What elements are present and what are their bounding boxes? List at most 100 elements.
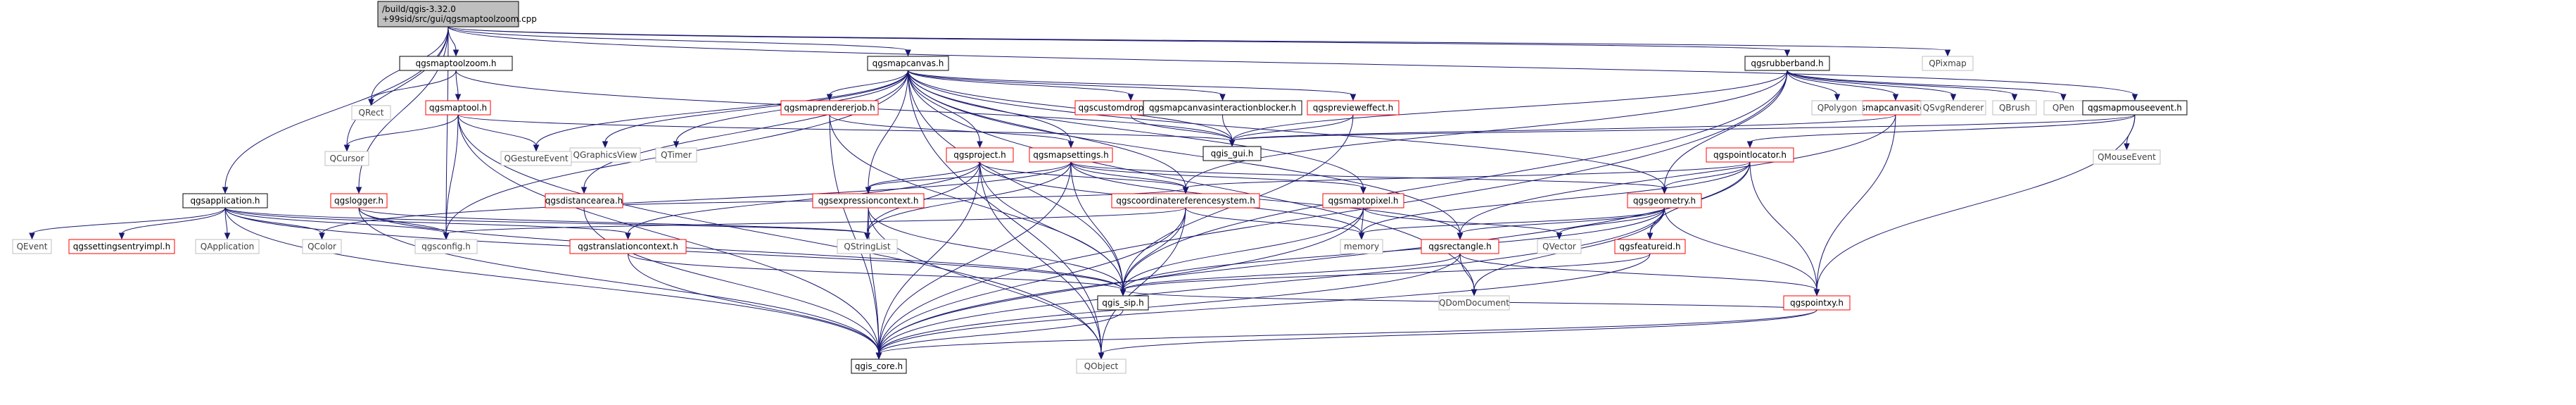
node-maptool[interactable]: qgsmaptool.h: [425, 100, 491, 116]
node-label-qcursor: QCursor: [330, 154, 364, 163]
edge-mapcanvas-to-geometry: [908, 70, 1665, 189]
node-box-crs: [1111, 193, 1260, 208]
node-maprendererjob[interactable]: qgsmaprendererjob.h: [780, 100, 879, 116]
edge-mapsettings-to-rectangle: [1070, 161, 1461, 235]
arrow-mapcanvas-to-customdrophandler: [1127, 94, 1134, 101]
node-crs[interactable]: qgscoordinatereferencesystem.h: [1111, 193, 1260, 208]
edge-pointlocator-to-core: [878, 161, 1751, 354]
edge-application-to-core: [224, 207, 880, 354]
edge-mapcanvasitem-to-rectangle: [1459, 114, 1896, 235]
edge-rubberband-to-mapcanvasitem: [1787, 70, 1896, 96]
edge-distancearea-to-core: [583, 207, 880, 354]
node-mapsettings[interactable]: qgsmapsettings.h: [1029, 147, 1113, 163]
node-rectangle[interactable]: qgsrectangle.h: [1421, 239, 1499, 254]
node-qobject: QObject: [1076, 359, 1127, 374]
node-box-maptopixel: [1322, 193, 1404, 208]
arrow-mapmouseevent-to-pointlocator: [1746, 141, 1753, 149]
arrow-application-to-qcolor: [319, 232, 325, 240]
node-mapcanvas[interactable]: qgsmapcanvas.h: [867, 56, 949, 71]
node-label-maptool: qgsmaptool.h: [429, 103, 487, 113]
node-box-mapcanvas: [867, 56, 949, 71]
edge-project-to-sip: [979, 161, 1124, 291]
arrow-mapcanvas-to-previeweffect: [1350, 94, 1357, 101]
arrow-root-to-maptoolzoom: [452, 49, 459, 57]
arrow-rubberband-to-qpen: [2060, 94, 2067, 101]
arrow-mapcanvas-to-project: [977, 141, 983, 149]
node-project[interactable]: qgsproject.h: [946, 147, 1014, 163]
node-box-root: [377, 1, 519, 27]
edge-rubberband-to-core: [878, 70, 1788, 354]
node-geometry[interactable]: qgsgeometry.h: [1627, 193, 1702, 208]
node-root[interactable]: /build/qgis-3.32.0+99sid/src/gui/qgsmapt…: [377, 1, 537, 27]
node-expressioncontext[interactable]: qgsexpressioncontext.h: [812, 193, 925, 208]
node-sip[interactable]: qgis_sip.h: [1097, 295, 1149, 311]
node-pointxy[interactable]: qgspointxy.h: [1783, 295, 1851, 311]
node-label-previeweffect: qgspreviewеffect.h: [1313, 103, 1394, 113]
node-rubberband[interactable]: qgsrubberband.h: [1744, 56, 1830, 71]
edge-rectangle-to-core: [878, 253, 1461, 354]
node-distancearea[interactable]: qgsdistancearea.h: [545, 193, 623, 208]
node-label-mapcanvasinteractionblocker: qgsmapcanvasinteractionblocker.h: [1149, 103, 1296, 113]
edge-pointlocator-to-geometry: [1664, 161, 1751, 189]
node-maptoolzoom[interactable]: qgsmaptoolzoom.h: [399, 56, 513, 71]
node-box-qcursor: [324, 151, 369, 166]
node-box-project: [946, 147, 1014, 163]
node-label-qapplication: QApplication: [201, 242, 255, 251]
edge-mapsettings-to-maptopixel: [1070, 161, 1364, 189]
arrow-application-to-translationcontext: [625, 232, 631, 240]
edge-maptool-to-gui: [457, 114, 1233, 142]
edge-project-to-qobject: [979, 161, 1102, 354]
node-box-qbrush: [1992, 100, 2037, 116]
arrow-mapsettings-to-maptopixel: [1360, 187, 1366, 194]
edge-maptool-to-qgestureevent: [457, 114, 537, 147]
arrow-expressioncontext-to-qstringlist: [864, 232, 870, 240]
edge-pointxy-to-core: [878, 309, 1817, 354]
node-gui[interactable]: qgis_gui.h: [1203, 146, 1262, 161]
node-mapmouseevent[interactable]: qgsmapmouseevent.h: [2082, 100, 2188, 116]
node-box-maptoolzoom: [399, 56, 513, 71]
node-translationcontext[interactable]: qgstranslationcontext.h: [569, 239, 687, 254]
node-logger[interactable]: qgslogger.h: [330, 193, 388, 208]
node-label-qobject: QObject: [1084, 361, 1119, 371]
edge-mapcanvas-to-project: [908, 70, 980, 143]
node-qpolygon: QPolygon: [1811, 100, 1863, 116]
edge-geometry-to-rectangle: [1459, 207, 1665, 235]
edge-logger-to-sip: [358, 207, 1124, 291]
node-application[interactable]: qgsapplication.h: [182, 193, 268, 208]
node-label-qdomdocument: QDomDocument: [1439, 298, 1509, 308]
node-label-maprendererjob: qgsmaprendererjob.h: [784, 103, 875, 113]
edge-translationcontext-to-sip: [628, 253, 1124, 291]
node-core[interactable]: qgis_core.h: [851, 359, 907, 374]
arrow-mapmouseevent-to-gui: [1229, 139, 1236, 147]
node-label-qvector: QVector: [1542, 242, 1576, 251]
edge-rubberband-to-qbrush: [1787, 70, 2015, 96]
node-settingsentryimpl[interactable]: qgssettingsentryimpl.h: [68, 239, 175, 254]
edge-previeweffect-to-gui: [1231, 114, 1354, 142]
edge-pointlocator-to-pointxy: [1749, 161, 1817, 291]
node-label-config: qgsconfig.h: [421, 242, 471, 251]
node-box-qstringlist: [837, 239, 898, 254]
edge-maptool-to-core: [457, 114, 880, 354]
arrow-geometry-to-rectangle: [1457, 232, 1464, 240]
edge-maptopixel-to-sip: [1122, 207, 1364, 291]
arrow-maptoolzoom-to-qrect: [368, 99, 374, 106]
node-mapcanvasinteractionblocker[interactable]: qgsmapcanvasinteractionblocker.h: [1143, 100, 1302, 116]
node-pointlocator[interactable]: qgspointlocator.h: [1706, 147, 1794, 163]
node-qmouseevent: QMouseEvent: [2093, 149, 2161, 165]
edge-mapmouseevent-to-pointlocator: [1749, 114, 2136, 143]
edge-application-to-qapplication: [224, 207, 228, 235]
node-maptopixel[interactable]: qgsmaptopixel.h: [1322, 193, 1404, 208]
edge-geometry-to-pointxy: [1664, 207, 1817, 291]
edge-mapcanvas-to-maprendererjob: [829, 70, 908, 96]
node-box-qmouseevent: [2093, 149, 2161, 165]
node-label-qsvgrenderer: QSvgRenderer: [1923, 103, 1984, 113]
edge-crs-to-memory: [1185, 207, 1362, 235]
node-box-maptool: [425, 100, 491, 116]
node-previeweffect[interactable]: qgspreviewеffect.h: [1307, 100, 1400, 116]
edge-root-to-mapcanvas: [448, 26, 908, 51]
node-featureid[interactable]: qgsfeatureid.h: [1614, 239, 1686, 254]
edge-application-to-qevent: [32, 207, 226, 235]
arrow-mapcanvas-to-qgestureevent: [533, 144, 540, 152]
edge-application-to-settingsentryimpl: [121, 207, 226, 235]
edge-mapcanvas-to-expressioncontext: [868, 70, 908, 189]
